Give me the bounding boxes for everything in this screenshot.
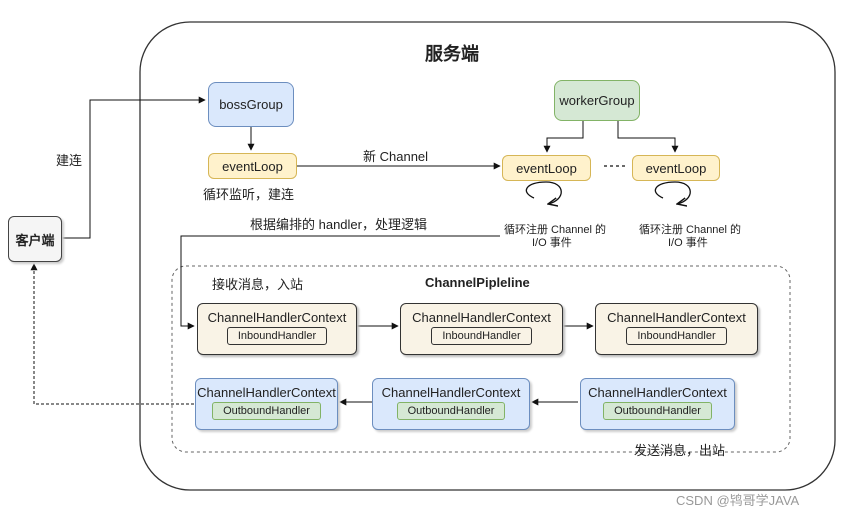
outbound-caption: 发送消息，出站 xyxy=(634,443,726,458)
new-channel-label: 新 Channel xyxy=(363,149,429,164)
outbound-context-2-title: ChannelHandlerContext xyxy=(381,385,521,400)
worker-event-loop-2: eventLoop xyxy=(632,155,720,181)
worker-event-loop-1-caption-line1: 循环注册 Channel 的 xyxy=(503,224,607,236)
worker-to-eventloop2-arrow xyxy=(617,121,679,153)
worker-event-loop-1: eventLoop xyxy=(502,155,591,181)
worker-event-loop-1-label: eventLoop xyxy=(516,160,577,176)
dispatch-label: 根据编排的 handler，处理逻辑 xyxy=(250,217,427,232)
client-node: 客户端 xyxy=(8,216,62,262)
inbound-context-2: ChannelHandlerContext InboundHandler xyxy=(400,303,563,355)
watermark: CSDN @鸨哥学JAVA xyxy=(676,493,800,508)
boss-event-loop-node: eventLoop xyxy=(208,153,297,179)
inbound-caption: 接收消息，入站 xyxy=(212,277,304,292)
inbound-handler-2: InboundHandler xyxy=(431,327,532,345)
outbound-handler-3: OutboundHandler xyxy=(603,402,712,420)
boss-group-node: bossGroup xyxy=(208,82,294,127)
inbound-context-1-title: ChannelHandlerContext xyxy=(207,310,347,325)
worker-event-loop-1-caption-line2: I/O 事件 xyxy=(532,237,572,249)
worker-event-loop-1-caption: 循环注册 Channel 的 I/O 事件 xyxy=(500,224,610,250)
server-title: 服务端 xyxy=(425,44,479,64)
client-label: 客户端 xyxy=(15,232,55,248)
inbound-context-3: ChannelHandlerContext InboundHandler xyxy=(595,303,758,355)
dispatch-arrow xyxy=(180,235,500,330)
worker-group-label: workerGroup xyxy=(559,93,635,108)
worker-event-loop-2-caption: 循环注册 Channel 的 I/O 事件 xyxy=(632,224,748,250)
inbound-handler-1: InboundHandler xyxy=(226,327,328,345)
outbound-handler-1: OutboundHandler xyxy=(212,402,321,420)
pipeline-title: ChannelPipleline xyxy=(425,275,530,290)
worker-event-loop-2-caption-line1: 循环注册 Channel 的 xyxy=(638,224,742,236)
outbound-context-2: ChannelHandlerContext OutboundHandler xyxy=(372,378,530,430)
outbound-context-3-title: ChannelHandlerContext xyxy=(588,385,727,400)
connect-label: 建连 xyxy=(56,153,83,168)
outbound-context-1: ChannelHandlerContext OutboundHandler xyxy=(195,378,338,430)
inbound-context-2-title: ChannelHandlerContext xyxy=(412,310,551,325)
eventloop2-loop-icon xyxy=(654,181,691,204)
response-arrow xyxy=(30,263,194,405)
worker-group-node: workerGroup xyxy=(554,80,640,121)
outbound-handler-2: OutboundHandler xyxy=(396,402,506,420)
outbound-context-3: ChannelHandlerContext OutboundHandler xyxy=(580,378,735,430)
eventloop1-loop-icon xyxy=(525,181,562,204)
outbound-context-1-title: ChannelHandlerContext xyxy=(197,385,336,400)
pipeline-container xyxy=(171,265,791,453)
inbound-context-3-title: ChannelHandlerContext xyxy=(607,310,746,325)
boss-group-label: bossGroup xyxy=(219,97,283,112)
inbound-handler-3: InboundHandler xyxy=(626,327,727,345)
boss-caption: 循环监听，建连 xyxy=(203,187,295,202)
worker-event-loop-2-caption-line2: I/O 事件 xyxy=(668,237,708,249)
connect-arrow xyxy=(62,96,206,239)
server-container xyxy=(139,21,836,491)
boss-event-loop-label: eventLoop xyxy=(222,158,283,174)
inbound-context-1: ChannelHandlerContext InboundHandler xyxy=(197,303,357,355)
worker-to-eventloop1-arrow xyxy=(543,121,584,153)
worker-event-loop-2-label: eventLoop xyxy=(645,160,707,176)
